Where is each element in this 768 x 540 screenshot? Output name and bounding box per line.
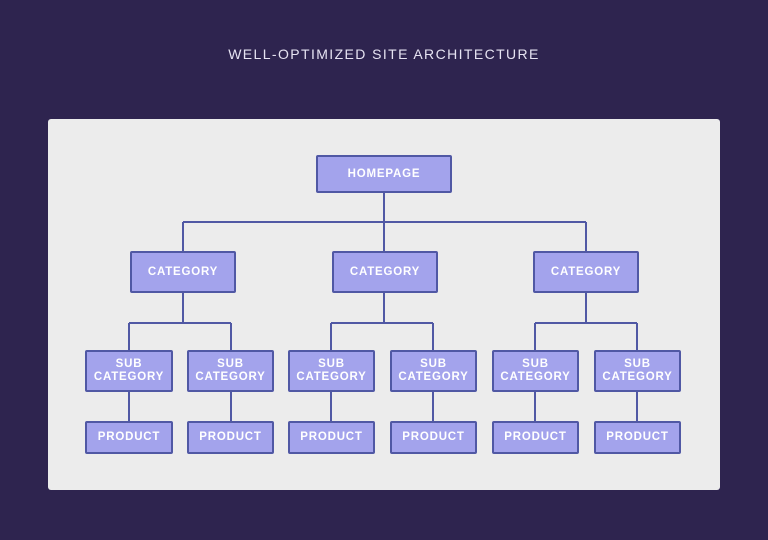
- subcategory-label-line1: SUB: [115, 358, 143, 370]
- homepage-label: HOMEPAGE: [347, 167, 421, 180]
- product-label: PRODUCT: [199, 431, 262, 443]
- subcategory-node: SUB CATEGORY: [187, 350, 274, 392]
- subcategory-node: SUB CATEGORY: [85, 350, 173, 392]
- subcategory-label-line2: CATEGORY: [398, 371, 469, 383]
- product-label: PRODUCT: [402, 431, 465, 443]
- product-node: PRODUCT: [85, 421, 173, 454]
- product-label: PRODUCT: [606, 431, 669, 443]
- subcategory-node: SUB CATEGORY: [288, 350, 375, 392]
- product-label: PRODUCT: [97, 431, 161, 443]
- subcategory-node: SUB CATEGORY: [594, 350, 681, 392]
- subcategory-label-line2: CATEGORY: [500, 371, 571, 383]
- category-node: CATEGORY: [533, 251, 639, 293]
- product-label: PRODUCT: [504, 431, 567, 443]
- subcategory-label-line2: CATEGORY: [296, 371, 367, 383]
- subcategory-label-line1: SUB: [522, 358, 549, 370]
- category-label: CATEGORY: [550, 265, 622, 278]
- diagram-title: WELL-OPTIMIZED SITE ARCHITECTURE: [228, 46, 540, 62]
- category-label: CATEGORY: [147, 265, 219, 278]
- subcategory-label-line1: SUB: [217, 358, 244, 370]
- category-node: CATEGORY: [332, 251, 438, 293]
- subcategory-label-line2: CATEGORY: [195, 371, 266, 383]
- subcategory-label-line2: CATEGORY: [602, 371, 673, 383]
- subcategory-node: SUB CATEGORY: [390, 350, 477, 392]
- category-label: CATEGORY: [349, 265, 421, 278]
- product-node: PRODUCT: [594, 421, 681, 454]
- subcategory-label-line1: SUB: [624, 358, 651, 370]
- product-node: PRODUCT: [288, 421, 375, 454]
- subcategory-node: SUB CATEGORY: [492, 350, 579, 392]
- product-node: PRODUCT: [492, 421, 579, 454]
- subcategory-label-line1: SUB: [420, 358, 447, 370]
- product-node: PRODUCT: [390, 421, 477, 454]
- product-node: PRODUCT: [187, 421, 274, 454]
- homepage-node: HOMEPAGE: [316, 155, 452, 193]
- category-node: CATEGORY: [130, 251, 236, 293]
- product-label: PRODUCT: [300, 431, 363, 443]
- subcategory-label-line1: SUB: [318, 358, 345, 370]
- subcategory-label-line2: CATEGORY: [93, 371, 165, 383]
